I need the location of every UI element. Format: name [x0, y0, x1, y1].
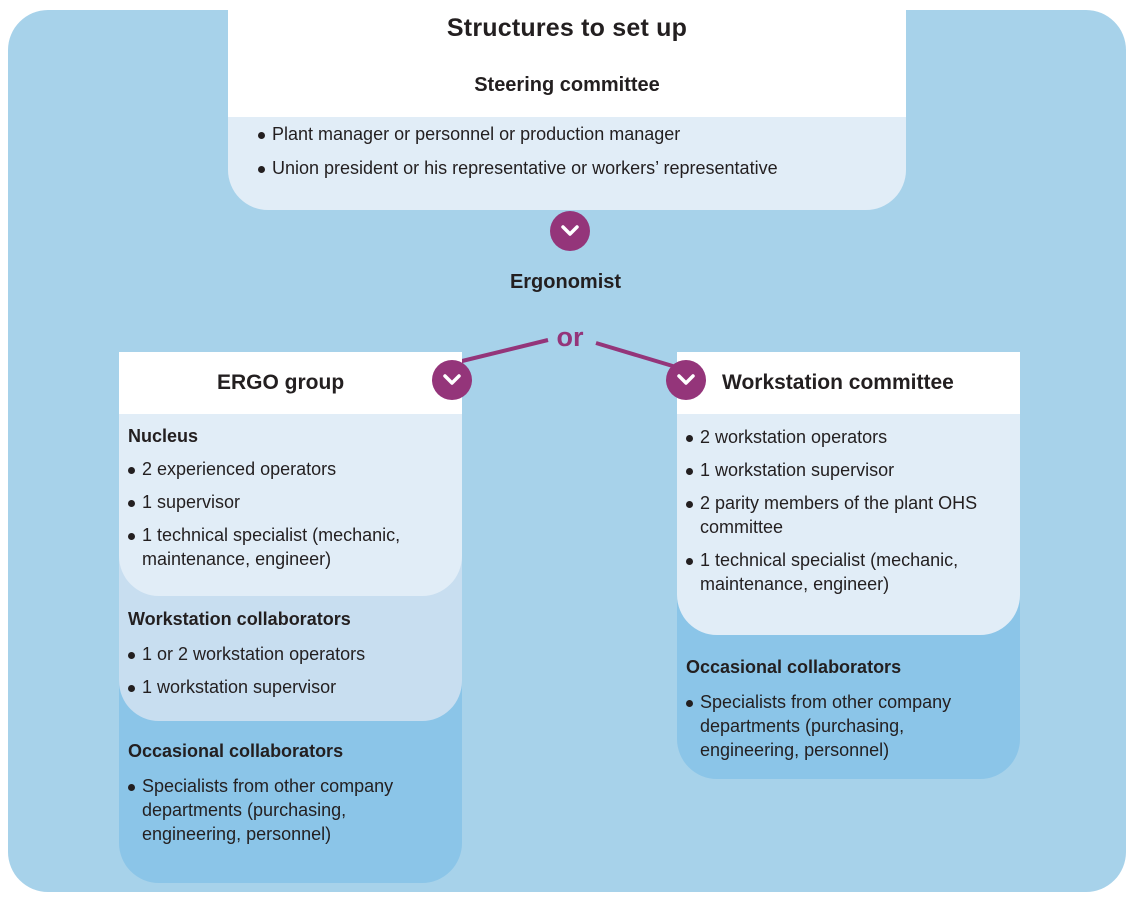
- steering-header: Structures to set up Steering committee: [228, 0, 906, 117]
- connector-left: [457, 338, 549, 364]
- chevron-down-icon: [432, 360, 472, 400]
- or-label: or: [556, 322, 584, 352]
- list-item: 1 technical specialist (mechanic, mainte…: [686, 548, 1011, 596]
- workstation-committee-title: Workstation committee: [722, 371, 954, 394]
- occasional-collaborators-title: Occasional collaborators: [686, 657, 902, 677]
- list-item: 1 or 2 workstation operators: [128, 642, 448, 666]
- nucleus-list: 2 experienced operators 1 supervisor 1 t…: [128, 457, 448, 580]
- workstation-collaborators-list: 1 or 2 workstation operators 1 workstati…: [128, 642, 448, 708]
- ergo-group-title: ERGO group: [217, 371, 345, 394]
- occasional-collaborators-list: Specialists from other company departmen…: [128, 774, 428, 855]
- list-item: 2 experienced operators: [128, 457, 448, 481]
- steering-item: Union president or his representative or…: [258, 156, 778, 180]
- diagram-title: Structures to set up: [446, 14, 688, 42]
- list-item: Specialists from other company departmen…: [686, 690, 986, 762]
- chevron-down-icon: [550, 211, 590, 251]
- steering-members: Plant manager or personnel or production…: [228, 117, 906, 210]
- list-item: 2 workstation operators: [686, 425, 1011, 449]
- steering-committee-title: Steering committee: [474, 74, 660, 96]
- occasional-collaborators-list: Specialists from other company departmen…: [686, 690, 986, 771]
- list-item: 2 parity members of the plant OHS commit…: [686, 491, 1011, 539]
- nucleus-title: Nucleus: [128, 426, 199, 446]
- ergo-group-header: ERGO group: [119, 352, 462, 414]
- occasional-collaborators-title: Occasional collaborators: [128, 741, 344, 761]
- list-item: 1 supervisor: [128, 490, 448, 514]
- chevron-down-icon: [666, 360, 706, 400]
- workstation-collaborators-title: Workstation collaborators: [128, 609, 351, 629]
- workstation-committee-list: 2 workstation operators 1 workstation su…: [686, 425, 1011, 605]
- list-item: 1 technical specialist (mechanic, mainte…: [128, 523, 448, 571]
- list-item: 1 workstation supervisor: [128, 675, 448, 699]
- ergonomist-label: Ergonomist: [509, 271, 622, 293]
- workstation-committee-header: Workstation committee: [677, 352, 1020, 414]
- list-item: Specialists from other company departmen…: [128, 774, 428, 846]
- steering-item: Plant manager or personnel or production…: [258, 122, 778, 146]
- list-item: 1 workstation supervisor: [686, 458, 1011, 482]
